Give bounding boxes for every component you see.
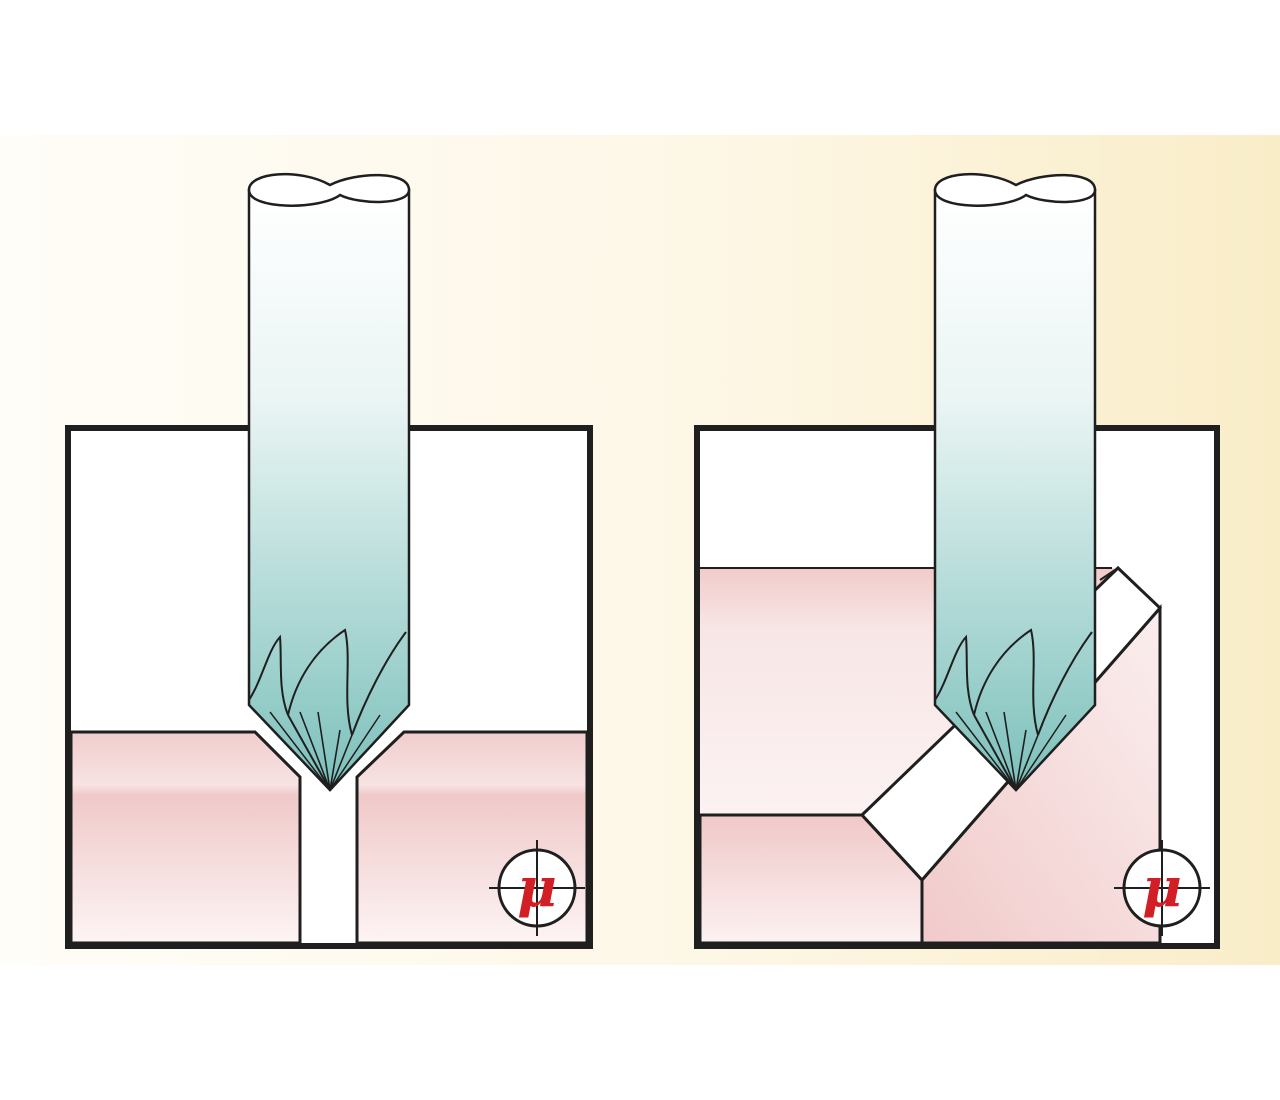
right-logo-glyph: μ xyxy=(1142,855,1182,919)
left-logo-glyph: μ xyxy=(517,855,557,919)
left-tool xyxy=(247,172,411,792)
right-panel: μ xyxy=(694,172,1220,949)
left-slot xyxy=(300,790,357,943)
right-tool xyxy=(933,172,1097,792)
right-logo xyxy=(1114,840,1210,936)
left-logo xyxy=(489,840,585,936)
right-workpiece-lower xyxy=(698,813,924,945)
left-panel: μ xyxy=(65,172,593,949)
left-workpiece-left xyxy=(69,730,302,945)
